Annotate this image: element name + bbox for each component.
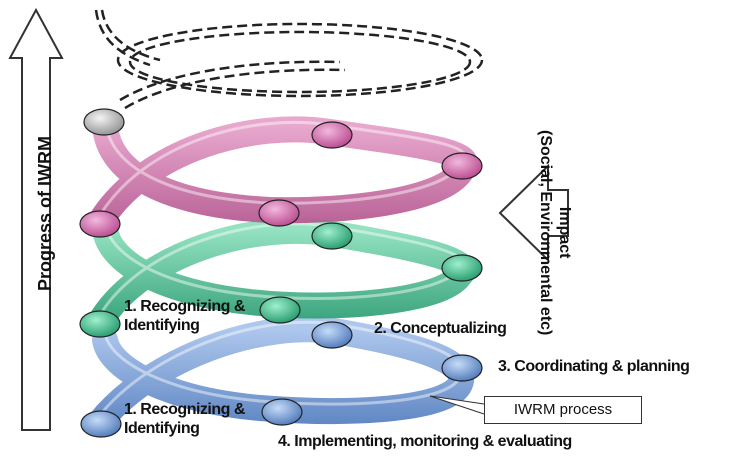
node-blue-1 — [311, 321, 353, 349]
node-gray — [83, 108, 125, 136]
node-blue-2 — [441, 354, 483, 382]
step-recognizing-upper-line1: 1. Recognizing & — [124, 298, 245, 315]
impact-arrow — [498, 163, 569, 263]
node-blue-3 — [261, 398, 303, 426]
future-spiral-dashed — [94, 9, 484, 110]
step-recognizing-lower-line2: Identifying — [124, 420, 200, 437]
node-pink-2 — [441, 152, 483, 180]
iwrm-process-callout: IWRM process — [484, 396, 642, 424]
step-implementing: 4. Implementing, monitoring & evaluating — [278, 433, 572, 450]
step-recognizing-upper-line2: Identifying — [124, 317, 200, 334]
node-blue-4 — [80, 410, 122, 438]
progress-arrow — [8, 7, 64, 431]
impact-title: Impact — [556, 206, 573, 259]
node-green-4 — [79, 310, 121, 338]
node-pink-3 — [258, 199, 300, 227]
node-green-1 — [311, 222, 353, 250]
node-pink-1 — [311, 121, 353, 149]
step-recognizing-lower-line1: 1. Recognizing & — [124, 401, 245, 418]
step-coordinating: 3. Coordinating & planning — [498, 358, 690, 375]
spiral-nodes — [79, 108, 483, 438]
step-recognizing-lower: 1. Recognizing & Identifying — [124, 400, 245, 438]
callout-pointer — [429, 395, 485, 415]
impact-subtitle: (Social, Environmental etc) — [537, 130, 554, 336]
step-recognizing-upper: 1. Recognizing & Identifying — [124, 297, 245, 335]
node-green-3 — [259, 296, 301, 324]
progress-of-iwrm-label: Progress of IWRM — [35, 135, 55, 291]
node-pink-4 — [79, 210, 121, 238]
node-green-2 — [441, 254, 483, 282]
impact-label: Impact (Social, Environmental etc) — [536, 130, 574, 335]
step-conceptualizing: 2. Conceptualizing — [374, 320, 507, 337]
